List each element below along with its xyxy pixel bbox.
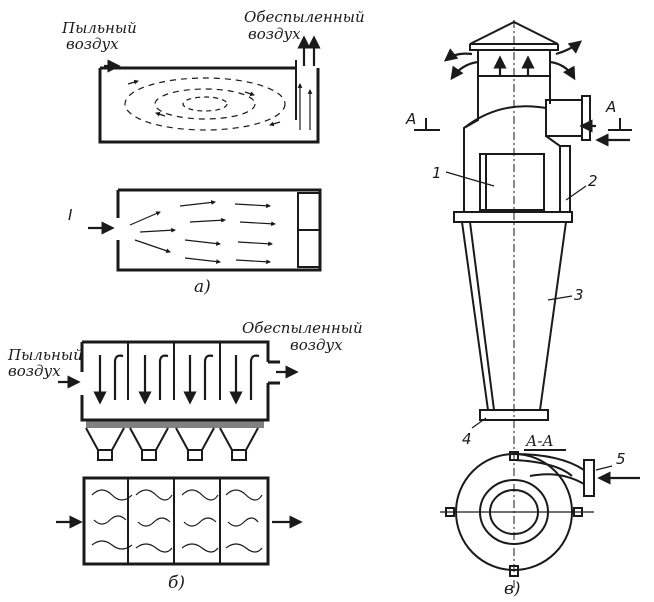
lower-settling-chamber — [88, 188, 322, 272]
upper-settling-chamber — [98, 35, 321, 144]
outlet-label-b-line1: Обеспыленный — [242, 319, 363, 337]
inlet-label-a-line2: воздух — [66, 35, 119, 53]
exhaust-pipe-1 — [479, 153, 545, 211]
inlet-label-b-line2: воздух — [8, 362, 61, 380]
cyclone-body — [453, 76, 591, 421]
vortex-flow-arrows — [124, 77, 313, 131]
section-mark-right: А — [605, 98, 616, 116]
baffle-chamber-plan-view — [56, 476, 303, 566]
callout-1: 1 — [432, 164, 442, 182]
section-a-a-plan — [440, 451, 640, 577]
callout-3: 3 — [574, 286, 584, 304]
panel-v-cyclone: А А 1 2 3 4 А-А 5 в) — [405, 20, 640, 599]
outlet-label-a-line2: воздух — [248, 25, 301, 43]
callout-4: 4 — [462, 430, 472, 448]
exhaust-hood — [443, 20, 583, 81]
through-flow-arrows — [129, 200, 276, 265]
section-mark-left: А — [405, 110, 416, 128]
caption-v: в) — [504, 579, 521, 599]
callout-5: 5 — [616, 450, 626, 468]
section-flow-arrows — [93, 354, 260, 405]
turbulent-flow-swirls — [91, 489, 263, 553]
outlet-label-b-line2: воздух — [290, 336, 343, 354]
caption-b: б) — [168, 573, 185, 593]
outlet-label-a-line1: Обеспыленный — [244, 8, 365, 26]
section-title: А-А — [525, 432, 554, 450]
callout-2: 2 — [588, 172, 598, 190]
inlet-label-a-line1: Пыльный — [61, 19, 137, 37]
panel-a: Пыльный воздух Обеспыленный воздух — [61, 8, 365, 297]
lower-chamber-mark: I — [68, 206, 73, 224]
panel-b: Пыльный воздух Обеспыленный воздух — [7, 319, 363, 593]
baffle-chamber-section-view — [58, 340, 299, 461]
dust-outlet-4 — [479, 409, 549, 421]
section-cut-marks — [414, 118, 632, 147]
flange-2 — [453, 211, 573, 223]
caption-a: а) — [194, 277, 211, 297]
inlet-label-b-line1: Пыльный — [7, 346, 83, 364]
hoppers — [85, 427, 259, 461]
